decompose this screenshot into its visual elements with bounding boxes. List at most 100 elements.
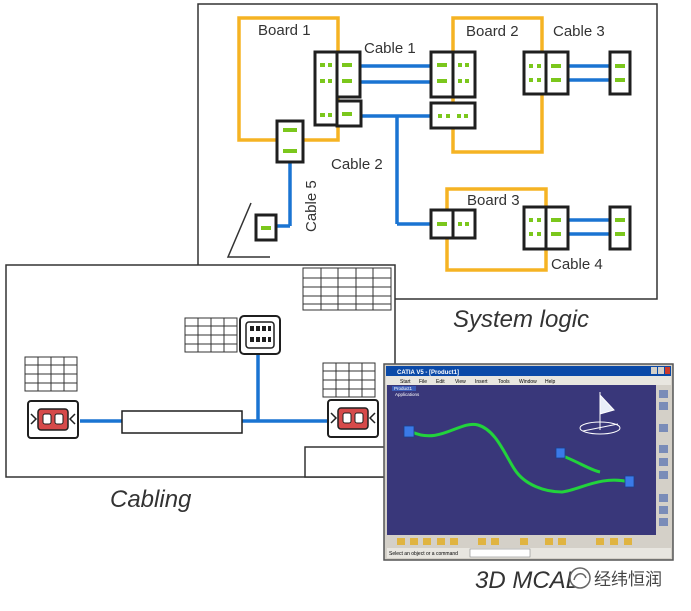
mcad-connector-middle bbox=[555, 447, 566, 459]
toolbar-button[interactable] bbox=[659, 424, 668, 432]
mcad-viewport[interactable] bbox=[387, 385, 656, 535]
pin bbox=[250, 326, 254, 331]
toolbar-button[interactable] bbox=[437, 538, 445, 545]
pin bbox=[283, 149, 297, 153]
harness-sleeve bbox=[121, 410, 243, 434]
pin bbox=[250, 337, 254, 342]
toolbar-button[interactable] bbox=[624, 538, 632, 545]
pin bbox=[537, 78, 541, 82]
connector-red-right bbox=[327, 399, 379, 438]
connector-cable3-right bbox=[608, 50, 632, 96]
board-2-label: Board 2 bbox=[466, 23, 519, 40]
pin bbox=[320, 79, 325, 83]
connector-multipin bbox=[239, 315, 281, 355]
table-middle bbox=[184, 317, 238, 353]
pin bbox=[529, 232, 533, 236]
pin bbox=[551, 232, 561, 236]
watermark: 经纬恒润 bbox=[569, 567, 662, 590]
toolbar-button[interactable] bbox=[659, 390, 668, 398]
pin bbox=[551, 78, 561, 82]
connector-board2-left bbox=[429, 50, 455, 99]
toolbar-button[interactable] bbox=[410, 538, 418, 545]
cabling-corner-box bbox=[304, 446, 396, 478]
red-connector-pin bbox=[354, 412, 364, 424]
pin bbox=[437, 79, 447, 83]
toolbar-button[interactable] bbox=[659, 458, 668, 466]
compass-icon[interactable] bbox=[579, 392, 621, 435]
menu-edit[interactable]: Edit bbox=[436, 379, 445, 385]
maximize-button[interactable] bbox=[658, 367, 664, 374]
mcad-tree: Product1 Applications bbox=[392, 386, 420, 397]
pin bbox=[320, 63, 325, 67]
pin bbox=[262, 326, 266, 331]
red-connector-pin bbox=[342, 412, 352, 424]
connector-board2-right bbox=[451, 50, 477, 99]
toolbar-button[interactable] bbox=[659, 518, 668, 526]
toolbar-button[interactable] bbox=[423, 538, 431, 545]
pin bbox=[529, 218, 533, 222]
table-left bbox=[24, 356, 78, 392]
toolbar-button[interactable] bbox=[659, 494, 668, 502]
multipin-face bbox=[245, 321, 275, 349]
pin bbox=[268, 337, 271, 342]
toolbar-button[interactable] bbox=[596, 538, 604, 545]
mcad-menu-bar bbox=[386, 376, 671, 385]
toolbar-button[interactable] bbox=[478, 538, 486, 545]
toolbar-button[interactable] bbox=[659, 402, 668, 410]
toolbar-button[interactable] bbox=[659, 471, 668, 479]
toolbar-button[interactable] bbox=[520, 538, 528, 545]
toolbar-button[interactable] bbox=[558, 538, 566, 545]
toolbar-buttons bbox=[659, 390, 668, 526]
pin bbox=[537, 232, 541, 236]
toolbar-button[interactable] bbox=[397, 538, 405, 545]
cable-4-label: Cable 4 bbox=[551, 256, 603, 273]
pin bbox=[537, 218, 541, 222]
multipin-pins bbox=[250, 326, 271, 342]
toolbar-button[interactable] bbox=[545, 538, 553, 545]
cable-5-label: Cable 5 bbox=[303, 180, 320, 232]
menu-tools[interactable]: Tools bbox=[498, 379, 510, 385]
mcad-command-input[interactable] bbox=[469, 548, 531, 558]
menu-insert[interactable]: Insert bbox=[475, 379, 488, 385]
table-frame bbox=[302, 267, 392, 311]
pin bbox=[458, 222, 462, 226]
pin bbox=[537, 64, 541, 68]
toolbar-button[interactable] bbox=[610, 538, 618, 545]
pin bbox=[328, 113, 332, 117]
toolbar-button[interactable] bbox=[659, 506, 668, 514]
menu-view[interactable]: View bbox=[455, 379, 466, 385]
compass-flag bbox=[599, 393, 615, 415]
connector-pins bbox=[261, 63, 625, 236]
table-right bbox=[322, 362, 376, 398]
tree-applications[interactable]: Applications bbox=[395, 392, 420, 397]
pin bbox=[437, 222, 447, 226]
system-logic-frame bbox=[197, 3, 658, 300]
connector-board1-bottom bbox=[275, 119, 305, 164]
sensor-triangle bbox=[226, 202, 270, 258]
red-connector-pin bbox=[54, 413, 64, 425]
pin bbox=[342, 79, 352, 83]
pin bbox=[458, 79, 462, 83]
toolbar-button[interactable] bbox=[659, 445, 668, 453]
close-button[interactable] bbox=[665, 367, 670, 374]
connector-cable4-left-a bbox=[522, 205, 548, 251]
connector-cable3-left-b bbox=[544, 50, 570, 96]
connector-board2-small bbox=[429, 101, 477, 130]
bottom-toolbar-icons bbox=[397, 538, 632, 545]
watermark-logo-mark bbox=[573, 573, 587, 581]
mcad-wire-main bbox=[411, 422, 631, 494]
tree-root[interactable]: Product1 bbox=[394, 386, 413, 391]
board-3-label: Board 3 bbox=[467, 192, 520, 209]
cable-1-label: Cable 1 bbox=[364, 40, 416, 57]
menu-start[interactable]: Start bbox=[400, 379, 411, 385]
toolbar-button[interactable] bbox=[450, 538, 458, 545]
system-logic-caption: System logic bbox=[453, 306, 589, 333]
pin bbox=[458, 63, 462, 67]
minimize-button[interactable] bbox=[651, 367, 657, 374]
toolbar-button[interactable] bbox=[491, 538, 499, 545]
menu-help[interactable]: Help bbox=[545, 379, 556, 385]
menu-window[interactable]: Window bbox=[519, 379, 537, 385]
menu-file[interactable]: File bbox=[419, 379, 427, 385]
mcad-connector-right bbox=[624, 475, 635, 488]
pin bbox=[446, 114, 450, 118]
